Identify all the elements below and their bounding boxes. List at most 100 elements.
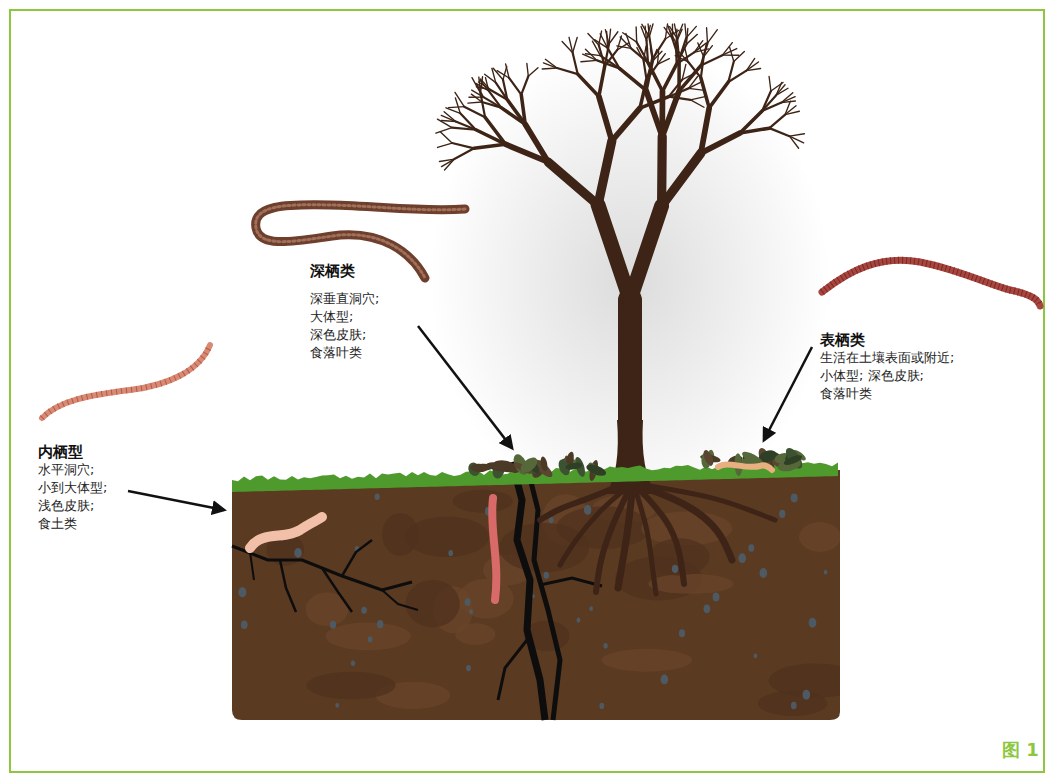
tree-branch	[441, 159, 454, 167]
soil-stone	[779, 510, 785, 518]
tree-branch	[669, 30, 676, 43]
soil-stone	[589, 606, 593, 611]
tree-branch	[503, 66, 507, 79]
soil-stone	[335, 703, 339, 708]
vertical-burrow	[528, 470, 560, 720]
group-traits: 深垂直洞穴; 大体型; 深色皮肤; 食落叶类	[310, 290, 379, 362]
leaf-litter	[466, 445, 807, 481]
tree-branch	[598, 205, 630, 300]
tree-branch	[452, 143, 474, 148]
group-traits: 水平洞穴; 小到大体型; 浅色皮肤; 食土类	[38, 461, 107, 533]
soil-stone	[748, 544, 754, 552]
tree-branch	[592, 41, 600, 55]
soil-stone	[679, 629, 685, 637]
epigeic-worm	[822, 260, 1040, 306]
tree-branch	[675, 29, 677, 43]
endogeic-worm	[42, 345, 210, 418]
soil-stone	[351, 661, 355, 667]
soil-stone	[672, 565, 678, 573]
group-heading: 表栖类	[820, 330, 865, 350]
group-heading: 内栖型	[38, 442, 83, 462]
soil-stone	[544, 572, 549, 579]
tree-branch	[734, 51, 745, 61]
tree-branch	[600, 34, 607, 48]
fallen-leaf	[565, 461, 583, 470]
tree-branch	[436, 128, 452, 134]
label-place: 水平洞穴; 小到大体型; 浅色皮肤; 食土类	[38, 461, 107, 533]
tree-branch	[709, 82, 728, 108]
tree-branch	[701, 78, 709, 108]
tree-branch	[689, 88, 703, 90]
soil-stone	[238, 587, 246, 597]
tree-halo	[430, 40, 830, 520]
tree-branch	[701, 133, 740, 153]
tree-branch	[438, 143, 453, 147]
tree-branch	[455, 98, 460, 113]
tree-root	[618, 492, 632, 588]
soil-stone	[824, 570, 828, 575]
tree-root	[540, 488, 614, 520]
tree-branch	[676, 29, 682, 43]
tree-branch	[769, 77, 771, 91]
soil-stone	[809, 618, 817, 628]
tree-branch	[789, 134, 804, 136]
tree-roots	[540, 486, 775, 594]
soil-patch	[601, 649, 692, 672]
burrow-branch	[498, 640, 527, 700]
tree-branch	[659, 91, 665, 136]
soil-stone	[704, 605, 711, 614]
tree-branch	[440, 132, 452, 143]
pointer-arrow	[418, 326, 512, 448]
soil-patch	[382, 513, 418, 556]
group-traits: 生活在土壤表面或附近; 小体型; 深色皮肤; 食落叶类	[820, 349, 954, 403]
tree-branch	[496, 83, 508, 100]
soil-stone	[465, 598, 471, 606]
burrow-branch	[322, 568, 352, 612]
soil-stone	[330, 621, 336, 629]
tree-branch	[691, 100, 704, 107]
tree-branch	[662, 91, 679, 137]
label-place: 生活在土壤表面或附近; 小体型; 深色皮肤; 食落叶类	[820, 349, 954, 403]
tree-branch	[469, 96, 484, 97]
tree-branch	[662, 153, 701, 206]
soil-patch	[499, 523, 589, 573]
tree-branch	[653, 39, 666, 59]
soil-stone	[576, 618, 580, 623]
soil-stone	[603, 643, 607, 649]
anecic-worm	[256, 205, 465, 278]
soil-patch	[406, 580, 460, 627]
burrow-branch	[540, 578, 602, 586]
tree-branch	[746, 62, 758, 71]
tree-branch	[454, 148, 474, 159]
tree-branch	[645, 26, 646, 40]
tree-branch	[781, 97, 795, 103]
surface-worm	[718, 464, 772, 470]
tree-branch	[769, 128, 789, 136]
tree-branch	[707, 30, 717, 43]
tree-branch	[527, 63, 528, 76]
label-place: 深栖类	[310, 261, 355, 281]
fallen-leaf	[701, 449, 715, 467]
soil-patch	[458, 579, 513, 619]
tree-branch	[762, 95, 776, 111]
tree-branch	[543, 63, 557, 68]
fallen-leaf	[470, 463, 488, 472]
tree-branch	[785, 106, 796, 115]
soil-stone	[584, 505, 592, 515]
pointer-arrow	[764, 347, 812, 440]
burrows	[232, 462, 602, 720]
fallen-leaf	[518, 455, 540, 476]
tree-branch	[464, 107, 485, 118]
tree	[436, 24, 804, 440]
tree-branch	[620, 37, 631, 48]
soil-stone	[791, 493, 798, 502]
soil-patch	[326, 622, 411, 650]
tree-branch	[619, 68, 646, 90]
tree-branch	[456, 122, 476, 130]
soil-patch	[306, 672, 395, 700]
pointer-arrow	[128, 491, 224, 510]
tree-branch	[474, 144, 505, 148]
tree-branch	[521, 76, 528, 94]
